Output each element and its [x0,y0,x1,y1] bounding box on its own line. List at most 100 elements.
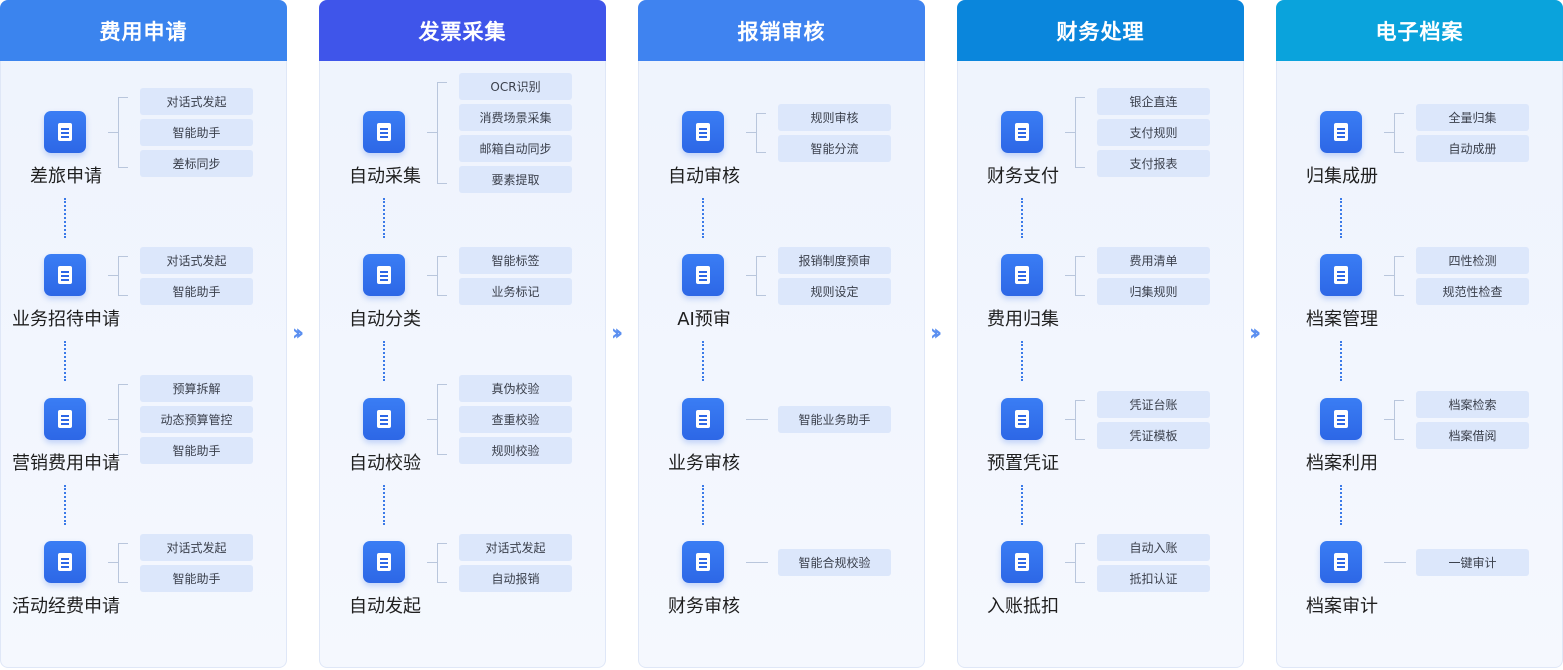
bracket-line [756,255,757,295]
bracket-tick [437,81,447,83]
connector-line [1065,419,1075,420]
bracket-tick [1075,97,1085,98]
dotted-connector [702,485,706,525]
connector-line [108,419,118,420]
feature-tag: 智能助手 [140,437,253,464]
feature-tag: 归集规则 [1097,277,1210,305]
bracket-line [437,542,438,582]
step-label: 预置凭证 [987,453,1059,474]
feature-tag: 智能合规校验 [778,549,891,576]
bracket-line [756,112,757,152]
connector-line [746,132,756,133]
bracket-tick [1394,151,1404,153]
document-icon [1320,254,1362,296]
document-icon [1001,254,1043,296]
bracket-line [1075,542,1076,582]
feature-tag: 自动成册 [1416,134,1529,162]
bracket-tick [1075,581,1085,583]
step-label: 档案利用 [1306,453,1378,474]
stage-header: 报销审核 [638,0,925,61]
feature-tag: 对话式发起 [140,246,253,274]
dotted-connector [1021,341,1025,381]
stage-header: 费用申请 [0,0,287,61]
connector-line [1065,132,1075,133]
document-icon [44,111,86,153]
document-icon [682,398,724,440]
bracket-tick [437,581,447,583]
feature-tag: 费用清单 [1097,246,1210,274]
step-label: 入账抵扣 [987,596,1059,617]
feature-tag: 智能助手 [140,119,253,146]
bracket-tick [1075,438,1085,440]
bracket-line [1394,255,1395,295]
step-label: 档案管理 [1306,309,1378,330]
feature-tag: 档案检索 [1416,390,1529,418]
bracket-line [1394,399,1395,439]
bracket-line [1394,112,1395,152]
bracket-tick [118,384,128,385]
step-label: 费用归集 [987,309,1059,330]
document-icon [682,254,724,296]
feature-tag: 银企直连 [1097,88,1210,115]
document-icon [1001,111,1043,153]
feature-tag: 支付报表 [1097,150,1210,177]
step-label: 自动审核 [668,166,740,187]
dotted-connector [1021,485,1025,525]
document-icon [363,541,405,583]
step-label: 业务招待申请 [12,309,120,330]
feature-tag: 自动入账 [1097,533,1210,561]
feature-tag: 规则设定 [778,277,891,305]
bracket-tick [437,294,447,296]
bracket-tick [1075,167,1085,168]
connector-line [427,132,437,133]
bracket-tick [118,542,128,544]
connector-line [1384,275,1394,276]
dotted-connector [702,198,706,238]
bracket-tick [1394,294,1404,296]
step-label: AI预审 [677,309,731,330]
dotted-connector [1340,485,1344,525]
feature-tag: 邮箱自动同步 [459,134,572,162]
bracket-tick [1394,399,1404,401]
bracket-tick [1075,255,1085,257]
document-icon [1320,111,1362,153]
stage-column: 电子档案归集成册全量归集自动成册档案管理四性检测规范性检查档案利用档案检索档案借… [1276,0,1563,670]
bracket-tick [1075,542,1085,544]
step-label: 归集成册 [1306,166,1378,187]
stage-header: 电子档案 [1276,0,1563,61]
feature-tag: 档案借阅 [1416,421,1529,449]
double-chevron-icon: ›› [930,321,942,346]
bracket-tick [437,255,447,257]
feature-tag: 规则校验 [459,437,572,464]
feature-tag: 智能助手 [140,564,253,592]
bracket-tick [1075,399,1085,401]
stage-header: 财务处理 [957,0,1244,61]
double-chevron-icon: ›› [292,321,304,346]
step-label: 自动发起 [349,596,421,617]
connector-line [1384,419,1394,420]
step-label: 自动分类 [349,309,421,330]
bracket-tick [437,182,447,184]
double-chevron-icon: ›› [611,321,623,346]
bracket-tick [118,97,128,98]
connector-line [1384,562,1406,563]
feature-tag: 规范性检查 [1416,277,1529,305]
feature-tag: 对话式发起 [459,533,572,561]
stage-header: 发票采集 [319,0,606,61]
connector-line [108,562,118,563]
connector-line [108,132,118,133]
dotted-connector [1340,341,1344,381]
document-icon [44,541,86,583]
feature-tag: 查重校验 [459,406,572,433]
bracket-line [118,255,119,295]
feature-tag: 凭证台账 [1097,390,1210,418]
dotted-connector [64,485,68,525]
step-label: 档案审计 [1306,596,1378,617]
bracket-line [1075,255,1076,295]
document-icon [682,111,724,153]
step-label: 自动校验 [349,453,421,474]
connector-line [1384,132,1394,133]
bracket-tick [1394,112,1404,114]
